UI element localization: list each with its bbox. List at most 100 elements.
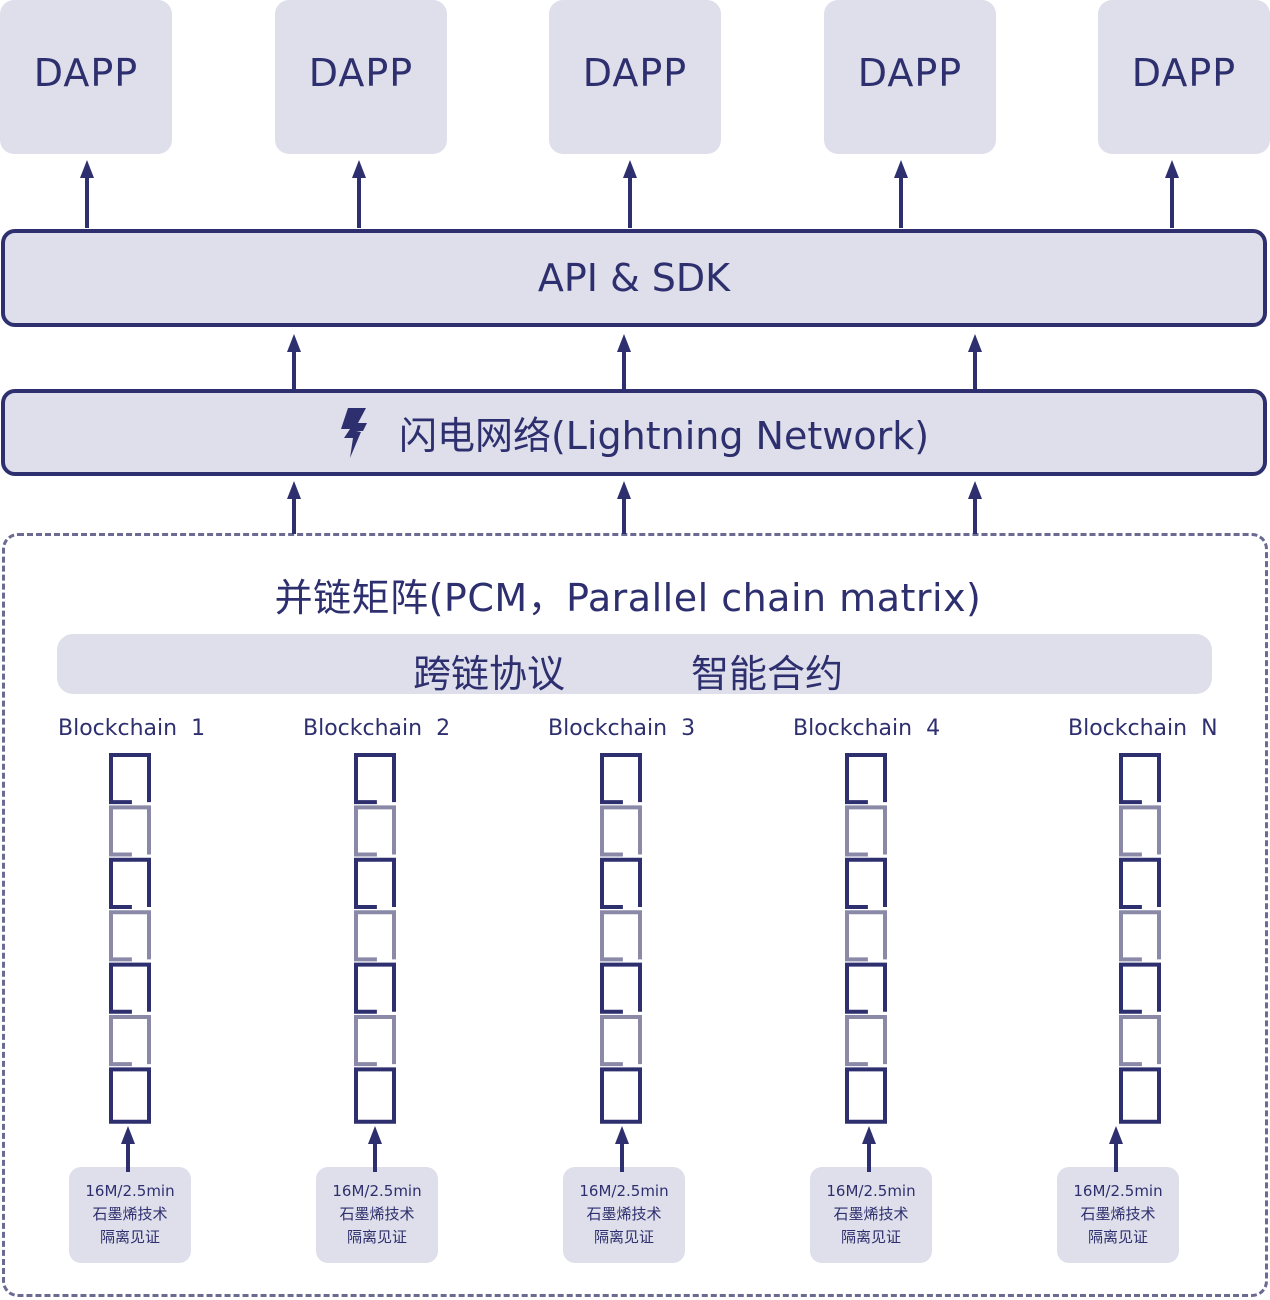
chain-block — [1119, 805, 1161, 857]
arrow-up-icon — [80, 160, 94, 228]
info-line: 石墨烯技术 — [92, 1205, 168, 1223]
blockchain-label-n: Blockchain N — [1068, 716, 1218, 741]
block-chain-column — [354, 753, 396, 1124]
chain-block — [845, 857, 887, 909]
chain-block — [600, 753, 642, 805]
chain-block — [600, 962, 642, 1014]
block-chain-column — [1119, 753, 1161, 1124]
info-line: 石墨烯技术 — [833, 1205, 909, 1223]
info-line: 石墨烯技术 — [1080, 1205, 1156, 1223]
chain-block — [845, 753, 887, 805]
dapp-label: DAPP — [1131, 51, 1237, 95]
chain-block — [1119, 910, 1161, 962]
smart-contract-label: 智能合约 — [691, 652, 844, 696]
chain-block — [845, 910, 887, 962]
arrow-up-icon — [862, 1126, 876, 1172]
chain-info-box-4: 16M/2.5min 石墨烯技术 隔离见证 — [810, 1167, 932, 1263]
dapp-box-2: DAPP — [275, 0, 447, 154]
chain-block — [600, 857, 642, 909]
chain-block — [354, 1067, 396, 1124]
blockchain-label-1: Blockchain 1 — [58, 716, 206, 741]
chain-block — [354, 753, 396, 805]
arrow-up-icon — [1109, 1126, 1123, 1172]
api-sdk-bar: API & SDK — [1, 229, 1267, 327]
arrow-up-icon — [1165, 160, 1179, 228]
chain-block — [1119, 962, 1161, 1014]
chain-block — [600, 1067, 642, 1124]
chain-info-box-1: 16M/2.5min 石墨烯技术 隔离见证 — [69, 1167, 191, 1263]
arrow-up-icon — [615, 1126, 629, 1172]
dapp-label: DAPP — [857, 51, 963, 95]
pcm-container — [2, 533, 1268, 1297]
info-line: 隔离见证 — [99, 1228, 160, 1246]
arrow-up-icon — [894, 160, 908, 228]
blockchain-label-4: Blockchain 4 — [793, 716, 941, 741]
chain-block — [845, 1015, 887, 1067]
protocol-bar: 跨链协议 智能合约 — [57, 634, 1212, 696]
arrow-up-icon — [968, 334, 982, 389]
info-line: 隔离见证 — [593, 1228, 654, 1246]
chain-block — [109, 753, 151, 805]
chain-block — [109, 910, 151, 962]
dapp-box-5: DAPP — [1098, 0, 1270, 154]
chain-block — [845, 962, 887, 1014]
arrow-up-icon — [352, 160, 366, 228]
chain-block — [845, 1067, 887, 1124]
chain-block — [354, 962, 396, 1014]
info-line: 隔离见证 — [1087, 1228, 1148, 1246]
chain-block — [600, 910, 642, 962]
chain-block — [109, 962, 151, 1014]
arrow-up-icon — [287, 481, 301, 534]
arrow-up-icon — [617, 481, 631, 534]
chain-info-box-2: 16M/2.5min 石墨烯技术 隔离见证 — [316, 1167, 438, 1263]
chain-block — [109, 1067, 151, 1124]
chain-block — [354, 805, 396, 857]
chain-info-box-n: 16M/2.5min 石墨烯技术 隔离见证 — [1057, 1167, 1179, 1263]
chain-block — [600, 805, 642, 857]
arrow-up-icon — [121, 1126, 135, 1172]
chain-block — [109, 805, 151, 857]
dapp-box-4: DAPP — [824, 0, 996, 154]
chain-block — [354, 910, 396, 962]
cross-chain-protocol-label: 跨链协议 — [413, 652, 566, 696]
lightning-network-bar: 闪电网络(Lightning Network) — [1, 389, 1267, 476]
blockchain-label-3: Blockchain 3 — [548, 716, 696, 741]
info-line: 隔离见证 — [346, 1228, 407, 1246]
dapp-label: DAPP — [308, 51, 414, 95]
chain-block — [1119, 753, 1161, 805]
info-line: 16M/2.5min — [579, 1182, 669, 1200]
info-line: 16M/2.5min — [85, 1182, 175, 1200]
block-chain-column — [600, 753, 642, 1124]
chain-block — [109, 1015, 151, 1067]
arrow-up-icon — [617, 334, 631, 389]
pcm-title: 并链矩阵(PCM，Parallel chain matrix) — [274, 576, 982, 620]
chain-block — [1119, 1067, 1161, 1124]
info-line: 16M/2.5min — [1073, 1182, 1163, 1200]
api-sdk-label: API & SDK — [537, 256, 731, 300]
info-line: 石墨烯技术 — [339, 1205, 415, 1223]
arrow-up-icon — [287, 334, 301, 389]
dapp-box-1: DAPP — [0, 0, 172, 154]
chain-block — [1119, 857, 1161, 909]
lightning-bolt-icon — [340, 407, 367, 458]
chain-info-box-3: 16M/2.5min 石墨烯技术 隔离见证 — [563, 1167, 685, 1263]
dapp-label: DAPP — [582, 51, 688, 95]
info-line: 16M/2.5min — [332, 1182, 422, 1200]
block-chain-column — [845, 753, 887, 1124]
arrow-up-icon — [968, 481, 982, 534]
arrow-up-icon — [368, 1126, 382, 1172]
chain-block — [109, 857, 151, 909]
dapp-label: DAPP — [33, 51, 139, 95]
dapp-box-3: DAPP — [549, 0, 721, 154]
info-line: 石墨烯技术 — [586, 1205, 662, 1223]
chain-block — [600, 1015, 642, 1067]
chain-block — [354, 1015, 396, 1067]
blockchain-label-2: Blockchain 2 — [303, 716, 451, 741]
info-line: 16M/2.5min — [826, 1182, 916, 1200]
block-chain-column — [109, 753, 151, 1124]
info-line: 隔离见证 — [840, 1228, 901, 1246]
chain-block — [1119, 1015, 1161, 1067]
chain-block — [845, 805, 887, 857]
lightning-network-label: 闪电网络(Lightning Network) — [398, 414, 930, 458]
